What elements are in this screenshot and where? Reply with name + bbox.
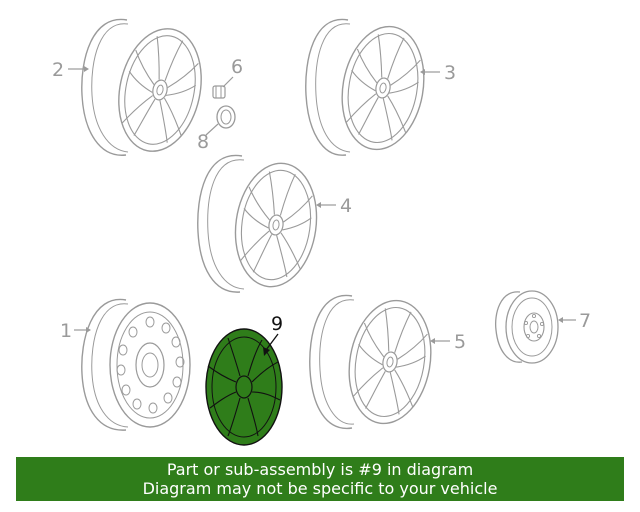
- callout-4: 4: [316, 195, 352, 217]
- callout-1: 1: [60, 320, 91, 342]
- wheel-1[interactable]: [81, 298, 191, 431]
- wheel-3[interactable]: [305, 18, 434, 157]
- spare-wheel-7[interactable]: [494, 290, 559, 364]
- svg-text:9: 9: [271, 313, 283, 335]
- svg-text:1: 1: [60, 320, 72, 342]
- svg-text:8: 8: [197, 131, 209, 153]
- wheel-cover-9[interactable]: [205, 328, 283, 446]
- callout-7: 7: [558, 310, 591, 332]
- callout-9: 9: [263, 313, 283, 356]
- svg-text:4: 4: [340, 195, 352, 217]
- wheel-4[interactable]: [197, 154, 325, 293]
- lug-nut-6[interactable]: [212, 85, 226, 99]
- callout-2: 2: [52, 59, 89, 81]
- callout-5: 5: [430, 331, 466, 353]
- callout-8: 8: [197, 123, 219, 153]
- callout-6: 6: [222, 56, 243, 88]
- svg-text:2: 2: [52, 59, 64, 81]
- svg-text:7: 7: [579, 310, 591, 332]
- part-info-banner: Part or sub-assembly is #9 in diagram Di…: [16, 457, 624, 501]
- wheel-2[interactable]: [81, 18, 213, 160]
- callout-3: 3: [420, 62, 456, 84]
- svg-text:5: 5: [454, 331, 466, 353]
- banner-line-part: Part or sub-assembly is #9 in diagram: [166, 460, 474, 479]
- banner-line-disclaimer: Diagram may not be specific to your vehi…: [142, 479, 498, 498]
- svg-text:3: 3: [444, 62, 456, 84]
- center-cap-8[interactable]: [216, 105, 236, 129]
- svg-text:6: 6: [231, 56, 243, 78]
- wheel-5[interactable]: [309, 293, 441, 431]
- parts-diagram: 2 6 8 3 4: [52, 18, 591, 446]
